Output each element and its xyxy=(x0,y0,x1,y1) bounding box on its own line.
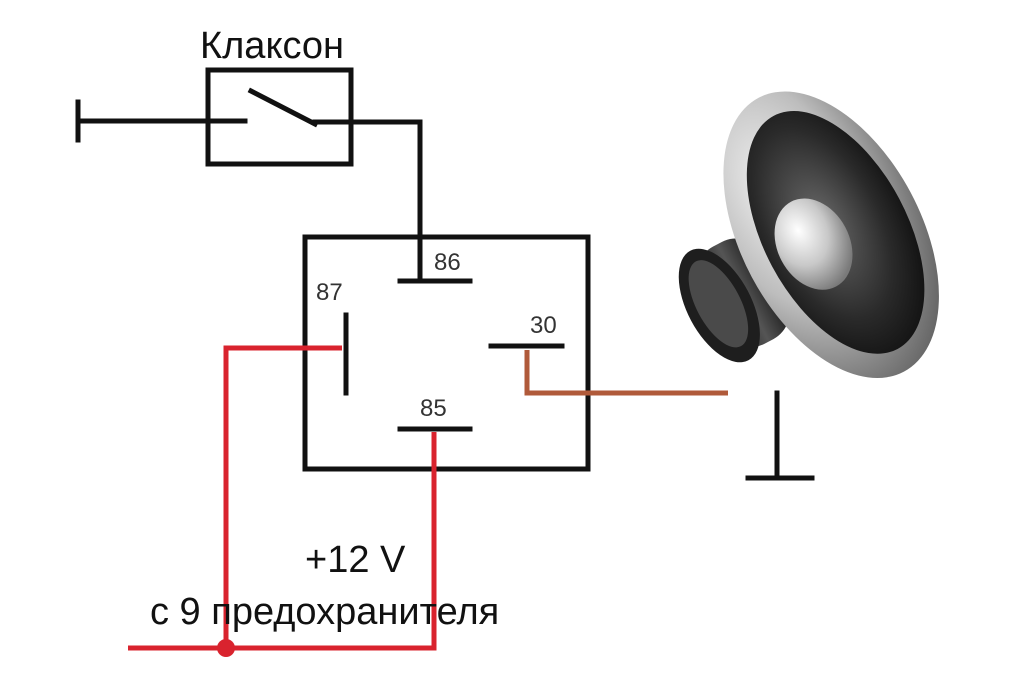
pin-85-label: 85 xyxy=(420,395,447,422)
speaker-icon xyxy=(678,91,939,378)
pin-87-label: 87 xyxy=(316,279,343,306)
junction-dot-icon xyxy=(217,639,235,657)
relay xyxy=(302,234,591,472)
supply-voltage-label: +12 V xyxy=(305,539,406,581)
ground-left-icon xyxy=(75,99,213,143)
pin-86-label: 86 xyxy=(434,249,461,276)
pin-30-label: 30 xyxy=(530,312,557,339)
ground-right-icon xyxy=(745,390,815,481)
horn-switch-label: Клаксон xyxy=(200,25,344,67)
horn-switch xyxy=(205,67,423,167)
wire-30-to-speaker xyxy=(524,350,728,396)
supply-source-label: с 9 предохранителя xyxy=(150,591,499,633)
